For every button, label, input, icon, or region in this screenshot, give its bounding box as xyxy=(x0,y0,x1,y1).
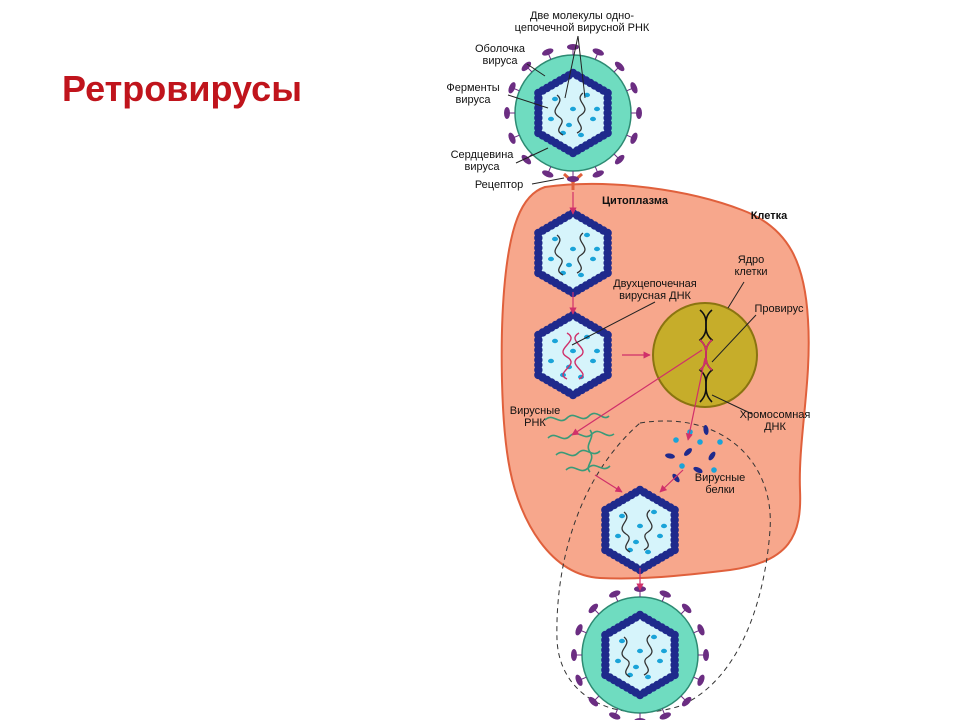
provirus-segment xyxy=(699,339,713,371)
label-viral-rna-line1: Вирусные xyxy=(510,405,560,417)
budding-region-outline xyxy=(556,420,771,713)
label-cell: Клетка xyxy=(751,210,788,222)
cell-nucleus xyxy=(652,302,758,408)
label-dsdna-line1: Двухцепочечная xyxy=(613,278,697,290)
process-arrows xyxy=(569,192,706,591)
label-nucleus-line1: Ядро xyxy=(738,254,765,266)
label-cytoplasm: Цитоплазма xyxy=(602,195,669,207)
viral-rna-strands xyxy=(544,412,615,473)
label-envelope-line2: вируса xyxy=(483,55,519,67)
label-nucleus-line2: клетки xyxy=(734,266,767,278)
label-enzymes-line1: Ферменты xyxy=(446,82,499,94)
slide-title: Ретровирусы xyxy=(62,68,302,109)
virus-particle-top xyxy=(504,44,642,182)
capsid-assembled xyxy=(601,485,679,575)
label-dsdna-line2: вирусная ДНК xyxy=(619,290,691,302)
label-provirus: Провирус xyxy=(754,303,804,315)
label-core-line1: Сердцевина xyxy=(451,149,515,161)
label-enzymes-line2: вируса xyxy=(456,94,492,106)
label-core-line2: вируса xyxy=(465,161,501,173)
label-chromosomal-line2: ДНК xyxy=(764,421,786,433)
label-receptor: Рецептор xyxy=(475,179,523,191)
label-viral-proteins-line1: Вирусные xyxy=(695,472,745,484)
virus-particle-released xyxy=(571,586,709,720)
label-chromosomal-line1: Хромосомная xyxy=(740,409,811,421)
label-leader-lines xyxy=(507,35,757,415)
label-rna-molecules-line2: цепочечной вирусной РНК xyxy=(515,22,650,34)
label-rna-molecules-line1: Две молекулы одно- xyxy=(530,10,634,22)
viral-proteins-cluster xyxy=(665,425,723,483)
label-envelope-line1: Оболочка xyxy=(475,43,526,55)
label-viral-proteins-line2: белки xyxy=(705,484,734,496)
capsid-entering xyxy=(534,208,612,298)
label-viral-rna-line2: РНК xyxy=(524,417,546,429)
